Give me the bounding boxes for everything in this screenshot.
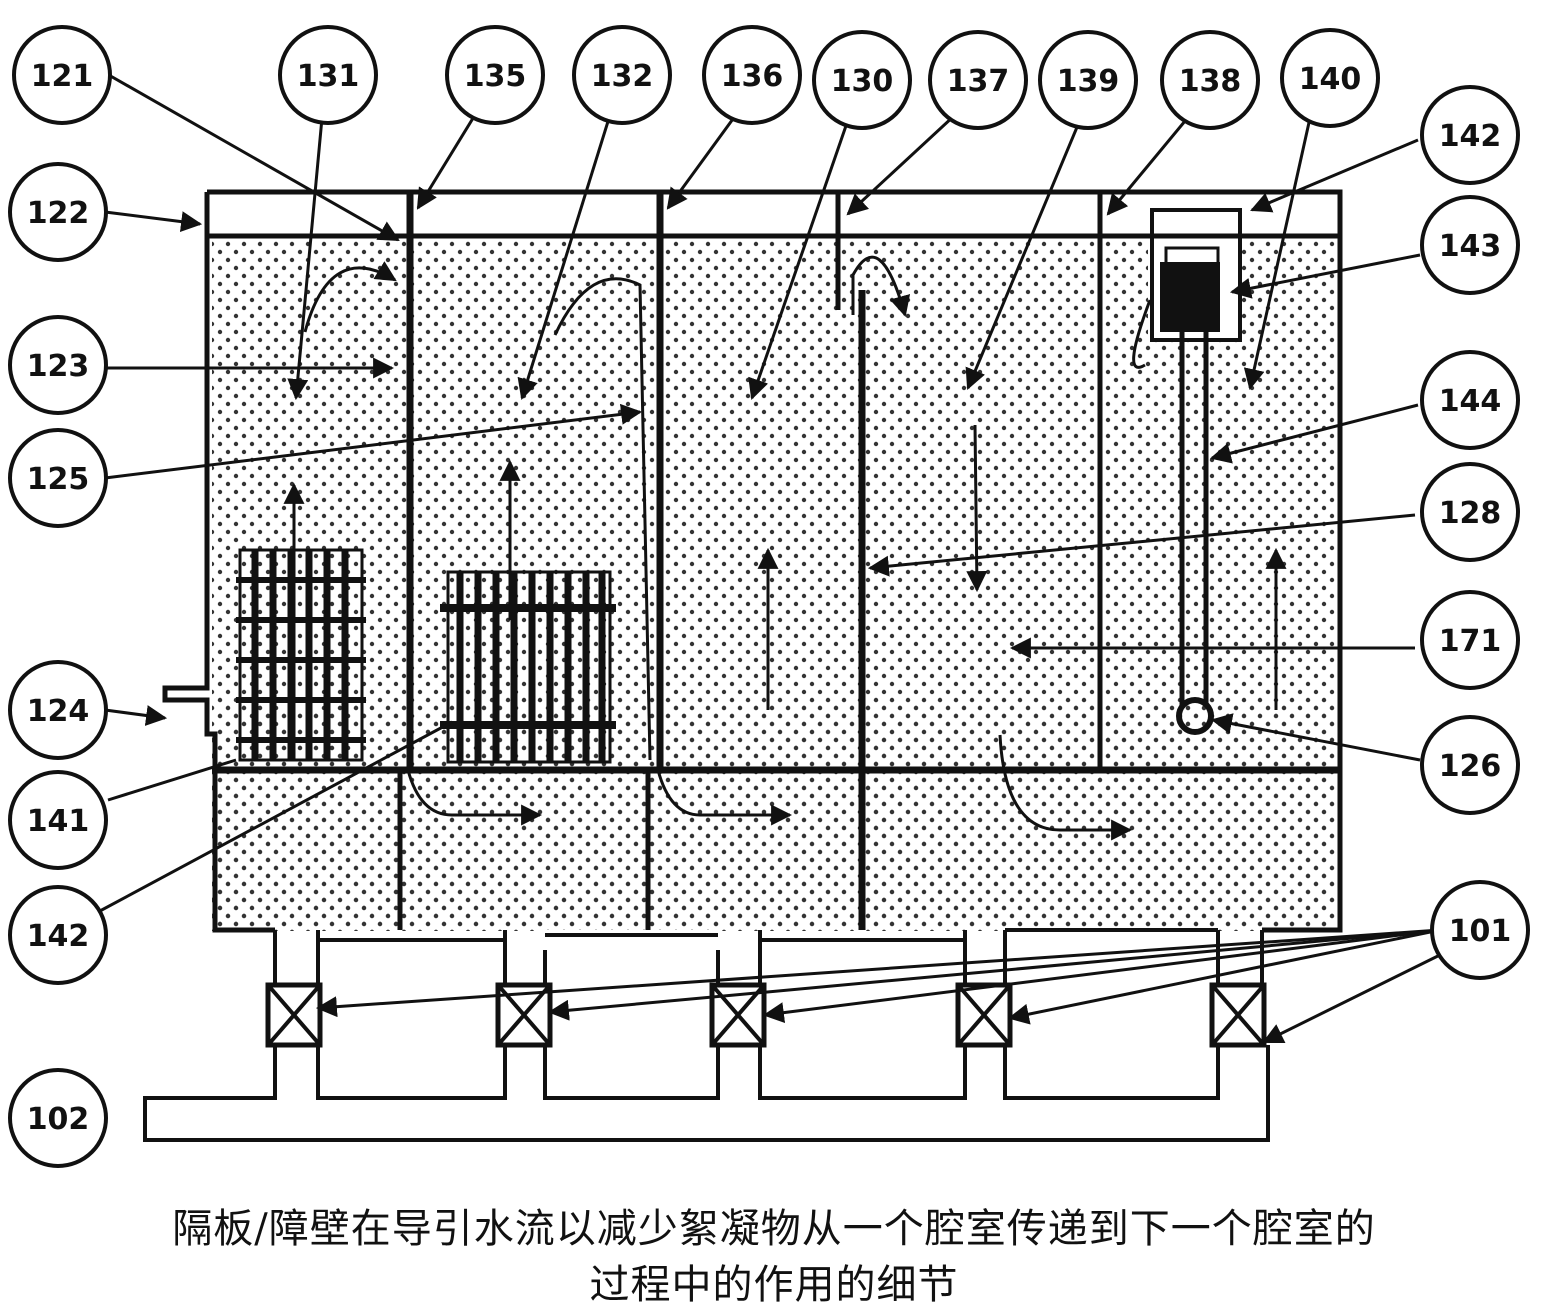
flow-arrows — [283, 255, 1287, 841]
callout-143: 143 — [1420, 195, 1520, 295]
callout-128: 128 — [1420, 462, 1520, 562]
callout-125: 125 — [8, 428, 108, 528]
callout-124: 124 — [8, 660, 108, 760]
svg-text:126: 126 — [1439, 749, 1502, 784]
callout-136: 136 — [702, 25, 802, 125]
svg-text:125: 125 — [27, 462, 90, 497]
valve-icon — [1209, 982, 1267, 1048]
sensor-assembly — [1132, 208, 1242, 735]
svg-text:130: 130 — [831, 64, 894, 99]
svg-text:140: 140 — [1299, 62, 1362, 97]
callout-137: 137 — [928, 30, 1028, 130]
svg-text:123: 123 — [27, 349, 90, 384]
svg-text:137: 137 — [947, 64, 1010, 99]
svg-text:122: 122 — [27, 196, 90, 231]
callout-135: 135 — [445, 25, 545, 125]
caption-line-2: 过程中的作用的细节 — [589, 1262, 959, 1308]
svg-text:102: 102 — [27, 1102, 90, 1137]
svg-text:171: 171 — [1439, 624, 1502, 659]
valve-icon — [265, 982, 323, 1048]
callout-140: 140 — [1280, 28, 1380, 128]
callout-141: 141 — [8, 770, 108, 870]
callout-138: 138 — [1160, 30, 1260, 130]
svg-text:143: 143 — [1439, 229, 1502, 264]
callout-102: 102 — [8, 1068, 108, 1168]
svg-text:132: 132 — [591, 59, 654, 94]
callout-126: 126 — [1420, 715, 1520, 815]
callout-123: 123 — [8, 315, 108, 415]
caption-line-1: 隔板/障壁在导引水流以减少絮凝物从一个腔室传递到下一个腔室的 — [172, 1206, 1376, 1252]
svg-text:128: 128 — [1439, 496, 1502, 531]
svg-text:142: 142 — [27, 919, 90, 954]
svg-text:141: 141 — [27, 804, 90, 839]
callout-142-top: 142 — [1420, 85, 1520, 185]
svg-text:121: 121 — [31, 59, 94, 94]
svg-text:101: 101 — [1449, 914, 1512, 949]
svg-text:136: 136 — [721, 59, 784, 94]
callout-101: 101 — [1430, 880, 1530, 980]
callout-121: 121 — [12, 25, 112, 125]
callout-130: 130 — [812, 30, 912, 130]
callout-131: 131 — [278, 25, 378, 125]
callout-144: 144 — [1420, 350, 1520, 450]
svg-text:124: 124 — [27, 694, 90, 729]
svg-text:131: 131 — [297, 59, 360, 94]
callout-132: 132 — [572, 25, 672, 125]
svg-text:144: 144 — [1439, 384, 1502, 419]
leader-lines — [97, 68, 1451, 1044]
svg-text:139: 139 — [1057, 64, 1120, 99]
callout-171: 171 — [1420, 590, 1520, 690]
tank-baffle-diagram: 121 131 135 132 136 130 137 139 138 140 … — [8, 25, 1530, 1168]
valve-icon — [955, 982, 1013, 1048]
callouts: 121 131 135 132 136 130 137 139 138 140 … — [8, 25, 1530, 1168]
callout-142-bottom: 142 — [8, 885, 108, 985]
callout-139: 139 — [1038, 30, 1138, 130]
svg-text:142: 142 — [1439, 119, 1502, 154]
drain-manifold — [143, 928, 1270, 1142]
callout-122: 122 — [8, 162, 108, 262]
rack-middle — [440, 570, 616, 764]
baffles — [397, 192, 1103, 930]
svg-text:138: 138 — [1179, 64, 1242, 99]
svg-text:135: 135 — [464, 59, 527, 94]
rack-left — [236, 548, 366, 762]
